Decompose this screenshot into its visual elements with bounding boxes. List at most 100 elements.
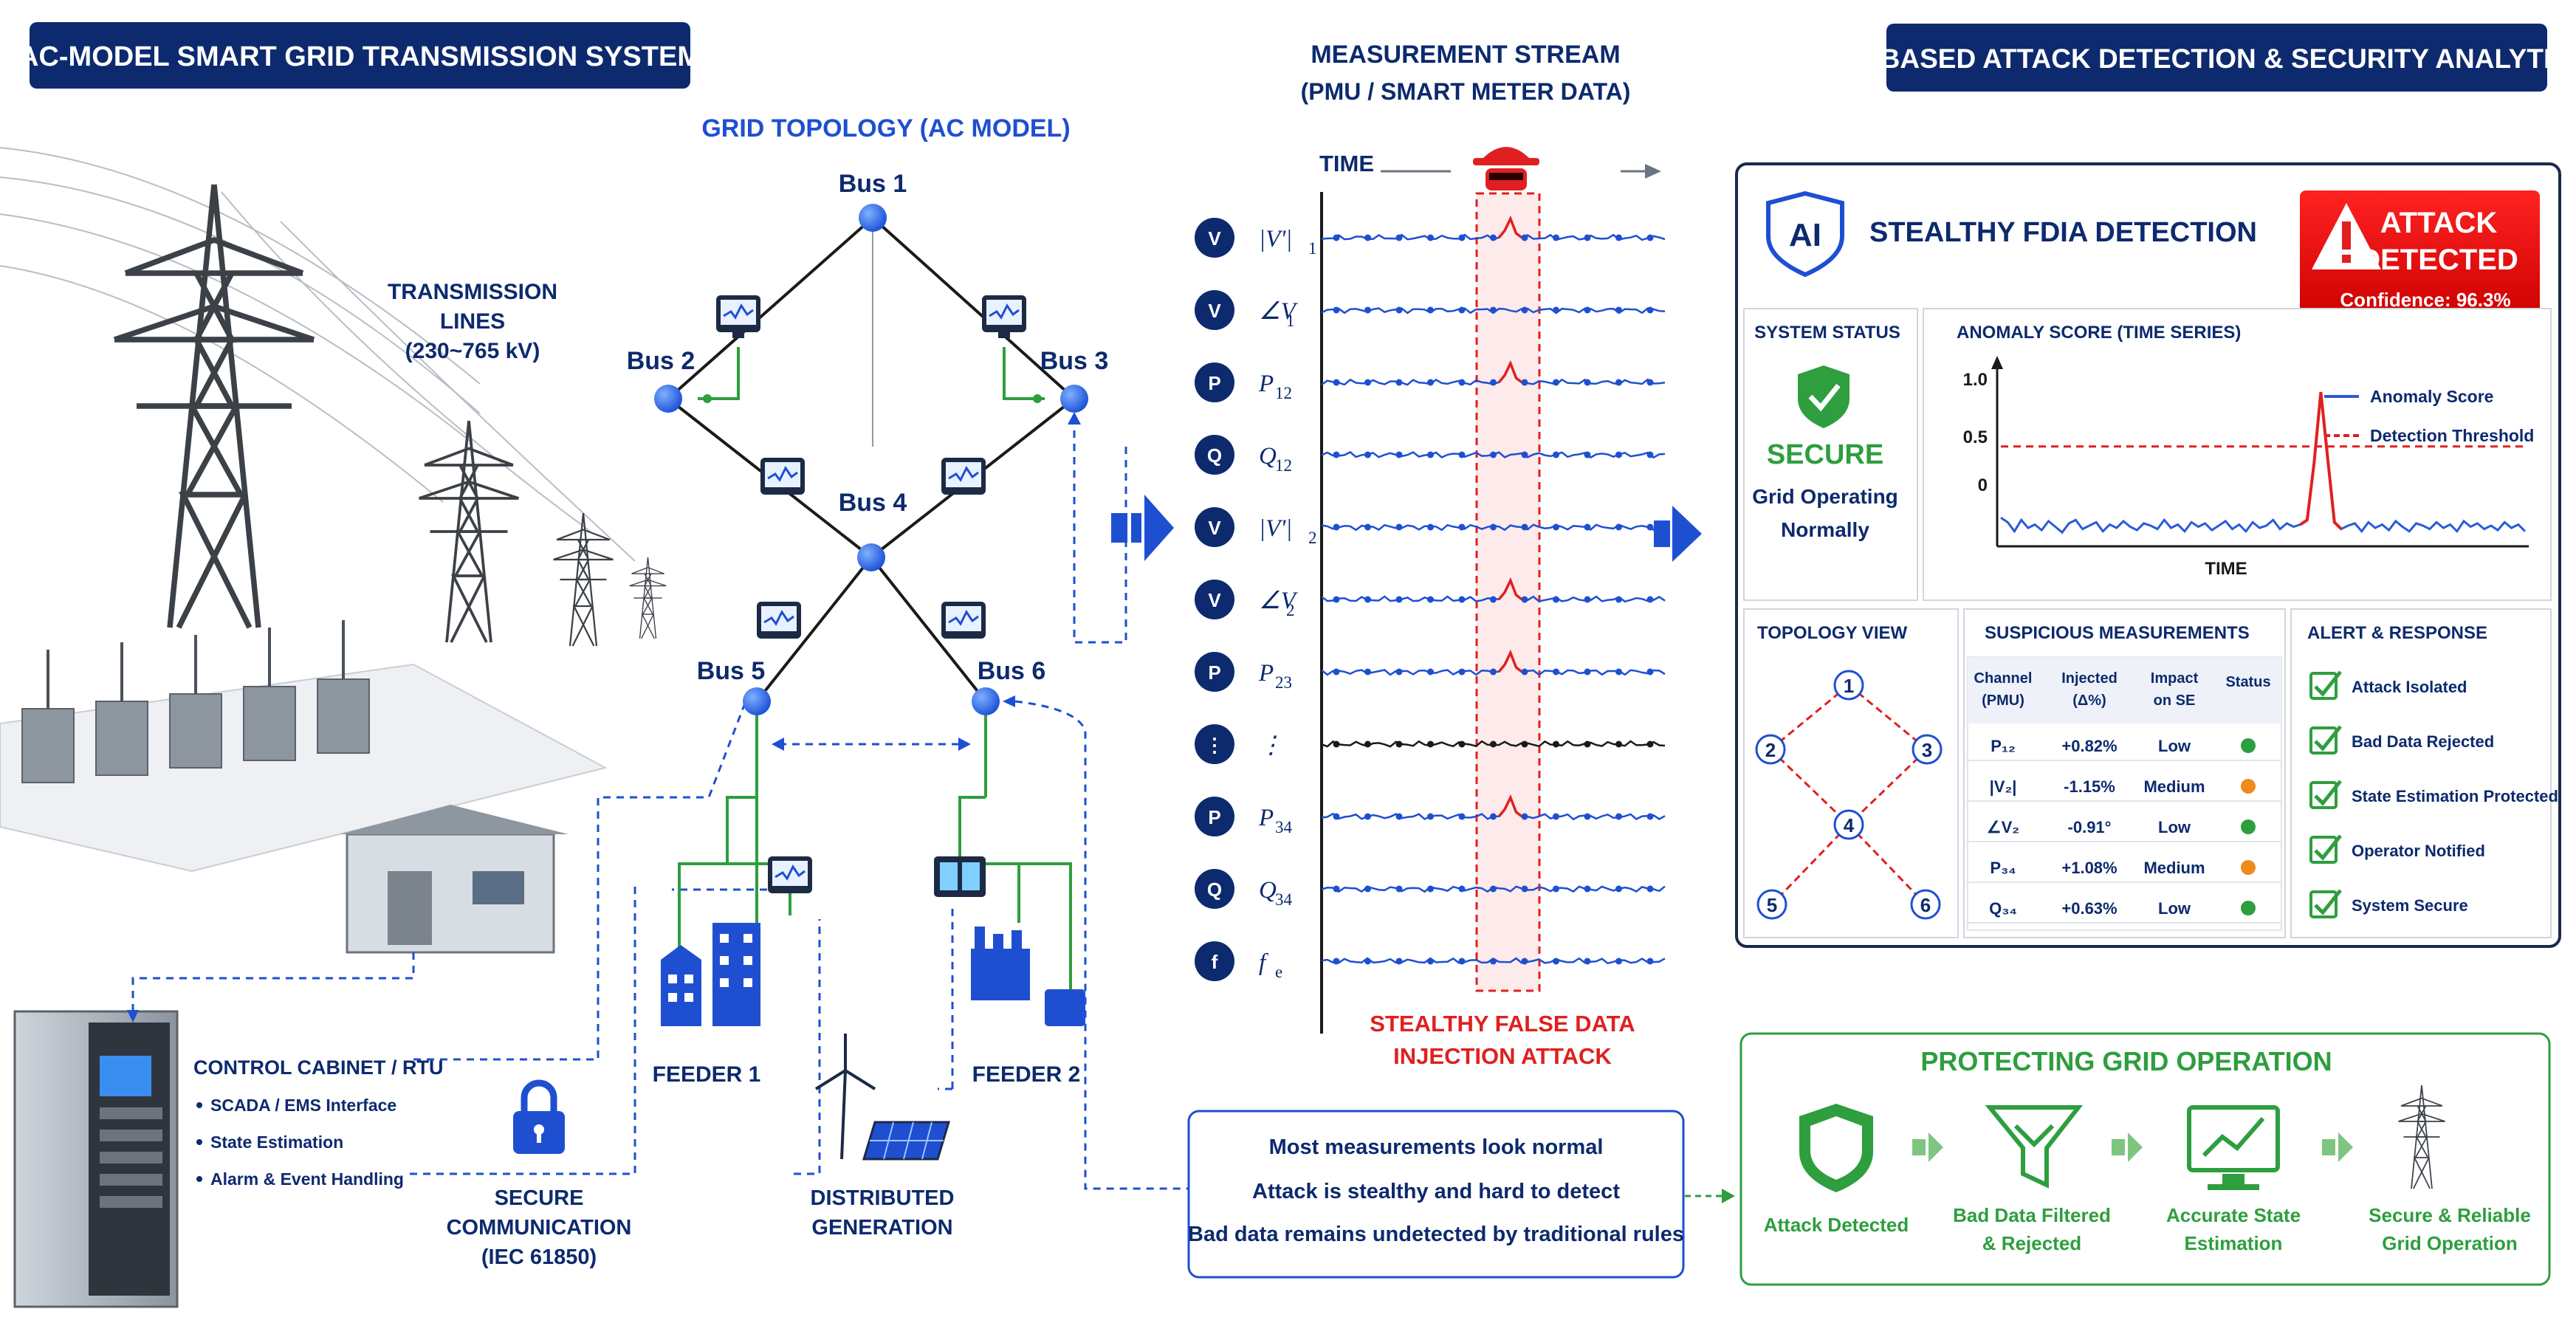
channel-icon-glyph: V	[1208, 589, 1221, 611]
wind-turbine-icon	[814, 1034, 876, 1160]
sample-dot	[1521, 668, 1528, 676]
bus-2-node[interactable]	[654, 385, 682, 413]
channel-icon-glyph: V	[1208, 300, 1221, 322]
substation	[0, 620, 608, 954]
status-dot	[2241, 901, 2256, 915]
sample-dot	[1521, 885, 1528, 893]
sample-dot	[1395, 234, 1403, 241]
table-header: Channel	[1974, 670, 2033, 687]
channel-subscript: 1	[1308, 239, 1317, 258]
checkbox-icon[interactable]	[2309, 890, 2338, 918]
sample-dot	[1615, 523, 1622, 531]
arrow-right	[958, 738, 971, 751]
topology-title: GRID TOPOLOGY (AC MODEL)	[701, 114, 1070, 142]
signal-spike	[1497, 794, 1523, 818]
step-2-label-1: Bad Data Filtered	[1953, 1204, 2111, 1226]
protecting-title: PROTECTING GRID OPERATION	[1920, 1046, 2332, 1076]
sample-dot	[1584, 596, 1591, 603]
checkbox-icon[interactable]	[2309, 836, 2338, 864]
arrow-cabinet	[127, 1010, 139, 1022]
check-shield-icon	[1798, 365, 1849, 428]
checkbox-icon[interactable]	[2309, 672, 2338, 700]
table-header: on SE	[2154, 692, 2196, 709]
monitor-icon	[941, 602, 986, 639]
status-dot	[2241, 779, 2256, 794]
table-cell: +1.08%	[2061, 859, 2117, 877]
sample-dot	[1615, 596, 1622, 603]
sample-dot	[1364, 813, 1371, 820]
channel-icon-glyph: P	[1208, 806, 1220, 828]
building-icon	[661, 923, 760, 1026]
protecting-panel	[1739, 1032, 2551, 1286]
bus-6-node[interactable]	[972, 687, 1000, 715]
sample-dot	[1521, 523, 1528, 531]
sample-dot	[1427, 234, 1434, 241]
checkbox-icon[interactable]	[2309, 781, 2338, 809]
bus-2-label: Bus 2	[627, 347, 695, 375]
step-3-label-2: Estimation	[2185, 1232, 2283, 1254]
sample-dot	[1364, 523, 1371, 531]
channel-label: f	[1259, 949, 1268, 976]
step-4-label-1: Secure & Reliable	[2369, 1204, 2531, 1226]
sample-dot	[1490, 740, 1497, 748]
lock-icon	[513, 1079, 565, 1154]
sample-dot	[1458, 451, 1466, 458]
sample-dot	[1584, 740, 1591, 748]
bus-4-node[interactable]	[857, 543, 885, 571]
channel-label: ∠V	[1259, 588, 1299, 614]
dg-label-2: GENERATION	[811, 1216, 952, 1240]
check-icon	[2314, 670, 2342, 697]
control-cabinet	[13, 1010, 179, 1308]
sample-dot	[1333, 379, 1340, 386]
sample-dot	[1458, 234, 1466, 241]
sample-dot	[1584, 451, 1591, 458]
tv-node-1: 1	[1844, 675, 1854, 697]
stream-section: MEASUREMENT STREAM (PMU / SMART METER DA…	[1111, 41, 1735, 1279]
tv-nodes	[1755, 670, 1943, 920]
sample-dot	[1427, 596, 1434, 603]
channel-subscript: 34	[1275, 890, 1293, 909]
sample-dot	[1333, 306, 1340, 314]
sample-dot	[1395, 668, 1403, 676]
channel-label: |V'|	[1259, 226, 1292, 252]
bus-3-node[interactable]	[1060, 385, 1088, 413]
attack-alert[interactable]	[2300, 190, 2540, 323]
signal-spike	[1497, 649, 1523, 673]
channel-subscript: 23	[1275, 673, 1292, 692]
sample-dot	[1553, 740, 1559, 748]
checkbox-icon[interactable]	[2309, 726, 2338, 755]
table-cell: Medium	[2143, 859, 2205, 877]
sample-dot	[1584, 379, 1591, 386]
channel-label: |V'|	[1259, 515, 1292, 542]
table-cell: Low	[2158, 899, 2191, 918]
table-header: Injected	[2061, 670, 2118, 687]
secure-comm-1: SECURE	[495, 1186, 584, 1210]
bus-5-node[interactable]	[743, 687, 771, 715]
sample-dot	[1615, 813, 1622, 820]
channel-icon	[1195, 290, 1234, 330]
warning-icon	[2312, 203, 2381, 269]
panel-title: STEALTHY FDIA DETECTION	[1869, 217, 2257, 248]
bus-3-label: Bus 3	[1040, 347, 1109, 375]
sample-dot	[1646, 596, 1654, 603]
sample-dot	[1646, 885, 1654, 893]
channel-label: P	[1258, 660, 1274, 687]
bus-1-node[interactable]	[859, 204, 887, 232]
monitor-icon	[768, 856, 812, 893]
chart-ytick-3: 0	[1978, 475, 1988, 495]
sample-dot	[1646, 379, 1654, 386]
channel-icon	[1195, 435, 1234, 475]
step-2-label-2: & Rejected	[1982, 1232, 2081, 1254]
sample-dot	[1553, 596, 1559, 603]
arrow-bus6	[1003, 695, 1015, 707]
channel-label: ∠V	[1259, 298, 1299, 325]
meter-icon	[934, 856, 986, 897]
sample-dot	[1615, 451, 1622, 458]
response-item: Bad Data Rejected	[2352, 732, 2494, 751]
channel-subscript: 1	[1286, 312, 1295, 330]
sample-dot	[1395, 379, 1403, 386]
tv-edges	[1769, 684, 1928, 906]
